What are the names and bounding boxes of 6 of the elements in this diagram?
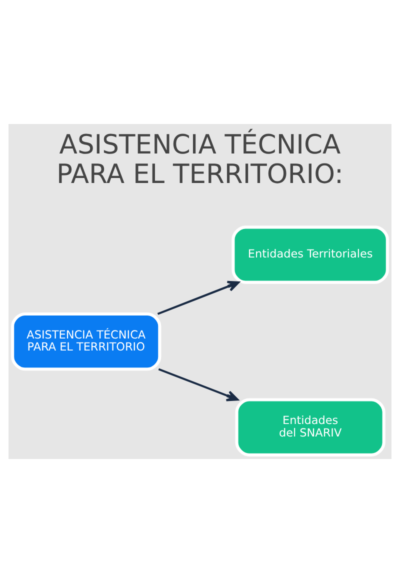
diagram-title: ASISTENCIA TÉCNICA PARA EL TERRITORIO: (56, 128, 344, 190)
arrow (157, 280, 240, 314)
arrow (158, 368, 239, 401)
node-box: Entidades del SNARIV (235, 398, 386, 456)
node-box: Entidades Territoriales (232, 225, 389, 284)
node-box: ASISTENCIA TÉCNICA PARA EL TERRITORIO (11, 312, 162, 370)
